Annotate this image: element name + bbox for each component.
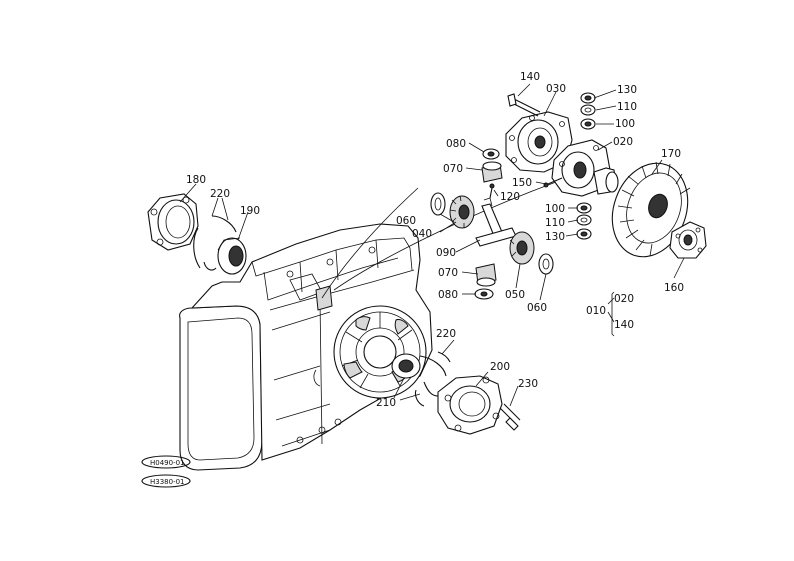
label-170: 170 bbox=[661, 148, 681, 160]
diff-cover-030 bbox=[505, 111, 573, 173]
thrust-washer-060-lower bbox=[538, 253, 554, 275]
label-010: 010 bbox=[586, 305, 606, 317]
bearing-210 bbox=[391, 353, 421, 379]
label-140-top: 140 bbox=[520, 71, 540, 83]
snap-ring-220-right bbox=[414, 351, 451, 407]
pinion-shaft-090 bbox=[475, 197, 517, 247]
label-220-left: 220 bbox=[210, 188, 230, 200]
label-060-top: 060 bbox=[396, 215, 416, 227]
side-gear-040 bbox=[449, 195, 475, 229]
label-070-bottom: 070 bbox=[438, 267, 458, 279]
label-190: 190 bbox=[240, 205, 260, 217]
bolt-230 bbox=[499, 403, 521, 431]
washer-080-lower bbox=[474, 288, 494, 300]
snap-ring-220-left bbox=[193, 215, 237, 271]
label-030: 030 bbox=[546, 83, 566, 95]
label-130-bottom: 130 bbox=[545, 231, 565, 243]
bearing-190 bbox=[217, 237, 247, 275]
label-160: 160 bbox=[664, 282, 684, 294]
label-080-top: 080 bbox=[446, 138, 466, 150]
label-200: 200 bbox=[490, 361, 510, 373]
washers-lower-100-110-130 bbox=[576, 202, 592, 240]
label-020-sub: 020 bbox=[614, 293, 634, 305]
bearing-retainer-200 bbox=[437, 375, 503, 435]
label-110-top: 110 bbox=[617, 101, 637, 113]
label-110-bottom: 110 bbox=[545, 217, 565, 229]
label-080-bottom: 080 bbox=[438, 289, 458, 301]
label-220-right: 220 bbox=[436, 328, 456, 340]
side-gear-050 bbox=[509, 231, 535, 265]
ring-gear-170 bbox=[611, 161, 691, 258]
label-060-bottom: 060 bbox=[527, 302, 547, 314]
label-210: 210 bbox=[376, 397, 396, 409]
pinion-gear-070-upper bbox=[481, 161, 503, 183]
part-labels: 180 220 190 140 030 130 110 100 020 170 … bbox=[150, 71, 684, 486]
label-140-sub: 140 bbox=[614, 319, 634, 331]
pin-120 bbox=[489, 183, 495, 199]
label-020: 020 bbox=[613, 136, 633, 148]
label-180: 180 bbox=[186, 174, 206, 186]
washers-upper-130-110-100 bbox=[580, 92, 596, 130]
label-090: 090 bbox=[436, 247, 456, 259]
stamp-code-2: H3380-01 bbox=[150, 478, 185, 486]
label-100-top: 100 bbox=[615, 118, 635, 130]
label-230: 230 bbox=[518, 378, 538, 390]
label-100-bottom: 100 bbox=[545, 203, 565, 215]
washer-080-upper bbox=[482, 148, 500, 160]
reference-stamps bbox=[141, 455, 191, 488]
label-120: 120 bbox=[500, 191, 520, 203]
bolt-140 bbox=[507, 93, 541, 117]
diff-case-020 bbox=[551, 139, 619, 197]
leader-lines bbox=[179, 83, 685, 407]
label-050: 050 bbox=[505, 289, 525, 301]
bearing-retainer-180 bbox=[147, 193, 199, 251]
flange-160 bbox=[669, 221, 707, 259]
label-150: 150 bbox=[512, 177, 532, 189]
pinion-gear-070-lower bbox=[475, 263, 497, 287]
thrust-washer-060-upper bbox=[430, 192, 446, 216]
label-070-top: 070 bbox=[443, 163, 463, 175]
label-130-top: 130 bbox=[617, 84, 637, 96]
label-040: 040 bbox=[412, 228, 432, 240]
stamp-code-1: H0490-01 bbox=[150, 459, 185, 467]
